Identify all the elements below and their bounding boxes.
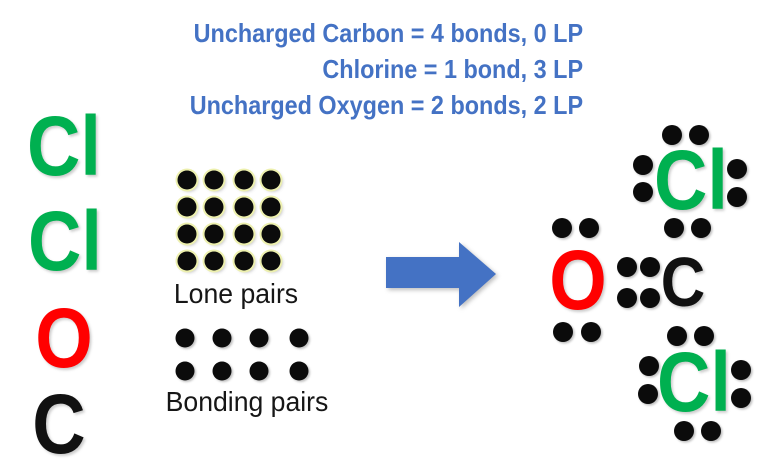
electron-dot — [249, 361, 269, 381]
electron-dot — [177, 170, 197, 190]
electron-dot — [639, 356, 659, 376]
electron-dot — [261, 251, 281, 271]
electron-dot — [691, 218, 711, 238]
electron-dot — [212, 328, 232, 348]
atom-symbol-cl: Cl — [28, 194, 102, 288]
electron-dot — [177, 197, 197, 217]
bonding-pairs-label: Bonding pairs — [165, 386, 329, 417]
electron-dot — [731, 388, 751, 408]
electron-dot — [633, 182, 653, 202]
atom-symbol-o: O — [35, 291, 93, 385]
electron-dot — [204, 197, 224, 217]
arrow-body — [386, 257, 460, 288]
electron-dot — [638, 384, 658, 404]
electron-dot — [261, 224, 281, 244]
electron-dot — [579, 218, 599, 238]
electron-dot — [667, 326, 687, 346]
atom-symbol-c: C — [660, 243, 706, 321]
electron-dot — [289, 328, 309, 348]
electron-dot — [234, 224, 254, 244]
electron-dot — [727, 187, 747, 207]
electron-dot — [640, 288, 660, 308]
electron-dot — [177, 224, 197, 244]
rule-line-chlorine: Chlorine = 1 bond, 3 LP — [322, 54, 583, 84]
electron-dot — [249, 328, 269, 348]
electron-dot — [617, 288, 637, 308]
electron-dot — [261, 197, 281, 217]
electron-dot — [689, 125, 709, 145]
electron-dot — [664, 218, 684, 238]
bonding-rules-heading: Uncharged Carbon = 4 bonds, 0 LP Chlorin… — [190, 15, 583, 123]
atom-symbol-cl: Cl — [654, 133, 728, 227]
arrow-head — [459, 242, 496, 307]
rule-line-carbon: Uncharged Carbon = 4 bonds, 0 LP — [193, 18, 583, 48]
electron-dot — [204, 170, 224, 190]
electron-dot — [175, 361, 195, 381]
electron-dot — [177, 251, 197, 271]
atom-symbol-o: O — [549, 233, 607, 327]
electron-dot — [640, 257, 660, 277]
electron-dot — [694, 326, 714, 346]
electron-dot — [701, 421, 721, 441]
electron-dot — [234, 170, 254, 190]
electron-dot — [204, 251, 224, 271]
atom-symbol-cl: Cl — [657, 335, 731, 429]
rule-line-oxygen: Uncharged Oxygen = 2 bonds, 2 LP — [189, 90, 583, 120]
atom-symbol-c: C — [32, 377, 86, 471]
electron-dot — [553, 322, 573, 342]
electron-dot — [204, 224, 224, 244]
atom-symbol-cl: Cl — [27, 99, 101, 193]
lone-pairs-label: Lone pairs — [173, 278, 299, 309]
electron-dot — [617, 257, 637, 277]
electron-dot — [261, 170, 281, 190]
electron-dot — [212, 361, 232, 381]
electron-dot — [581, 322, 601, 342]
electron-dot — [727, 159, 747, 179]
electron-dot — [234, 251, 254, 271]
electron-dot — [674, 421, 694, 441]
electron-dot — [633, 155, 653, 175]
electron-dot — [552, 218, 572, 238]
electron-dot — [234, 197, 254, 217]
electron-dot — [175, 328, 195, 348]
electron-dot — [662, 125, 682, 145]
electron-dot — [289, 361, 309, 381]
electron-dot — [731, 360, 751, 380]
